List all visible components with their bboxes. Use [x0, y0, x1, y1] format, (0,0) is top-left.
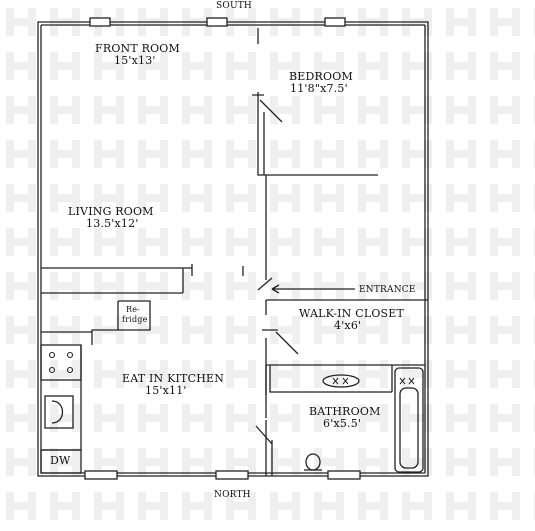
walk-in-closet-size: 4'x6' — [334, 319, 362, 332]
burner — [48, 351, 56, 359]
bathtub-inner — [399, 387, 419, 469]
burner — [48, 366, 56, 374]
bath-door — [255, 425, 273, 445]
walk-in-closet-label: WALK-IN CLOSET — [299, 307, 405, 320]
window — [89, 17, 111, 27]
kitchen-sink-basin — [51, 400, 64, 424]
entrance-arrow — [271, 284, 355, 294]
bedroom-wall — [257, 28, 378, 176]
dishwasher-label: DW — [50, 454, 71, 467]
front-room-size: 15'x13' — [114, 54, 156, 67]
hall-wall — [242, 175, 267, 280]
living-room-label: LIVING ROOM — [68, 205, 154, 218]
window — [206, 17, 228, 27]
bath-wall — [265, 364, 425, 398]
compass-south: SOUTH — [216, 1, 252, 11]
window — [215, 470, 249, 480]
bath-wall-lower — [265, 420, 273, 476]
window — [324, 17, 346, 27]
window — [84, 470, 118, 480]
sink — [322, 374, 360, 388]
bathtub — [394, 367, 424, 473]
front-room-label: FRONT ROOM — [95, 42, 180, 55]
burner — [66, 351, 74, 359]
bedroom-size: 11'8"x7.5' — [290, 82, 348, 95]
kitchen-label: EAT IN KITCHEN — [122, 372, 225, 385]
fridge-label-2: fridge — [122, 315, 148, 324]
entrance-door — [257, 277, 273, 291]
faucets — [332, 377, 415, 385]
living-room-size: 13.5'x12' — [86, 217, 139, 230]
closet-door — [262, 329, 299, 355]
compass-north: NORTH — [214, 490, 251, 500]
bedroom-label: BEDROOM — [289, 70, 353, 83]
bathroom-size: 6'x5.5' — [323, 417, 362, 430]
walls — [37, 17, 429, 480]
outer-wall-top — [37, 21, 429, 477]
kitchen-size: 15'x11' — [145, 384, 187, 397]
fridge-label-1: Re- — [126, 305, 141, 314]
window — [327, 470, 361, 480]
entrance-label: ENTRANCE — [359, 285, 416, 295]
burner — [66, 366, 74, 374]
bathroom-label: BATHROOM — [309, 405, 381, 418]
fridge-outline — [91, 300, 151, 332]
kitchen-sink — [44, 395, 74, 429]
bedroom-door — [252, 94, 283, 123]
inner-wall-double — [40, 24, 426, 474]
counter-wall — [41, 264, 193, 294]
dishwasher — [40, 449, 82, 474]
